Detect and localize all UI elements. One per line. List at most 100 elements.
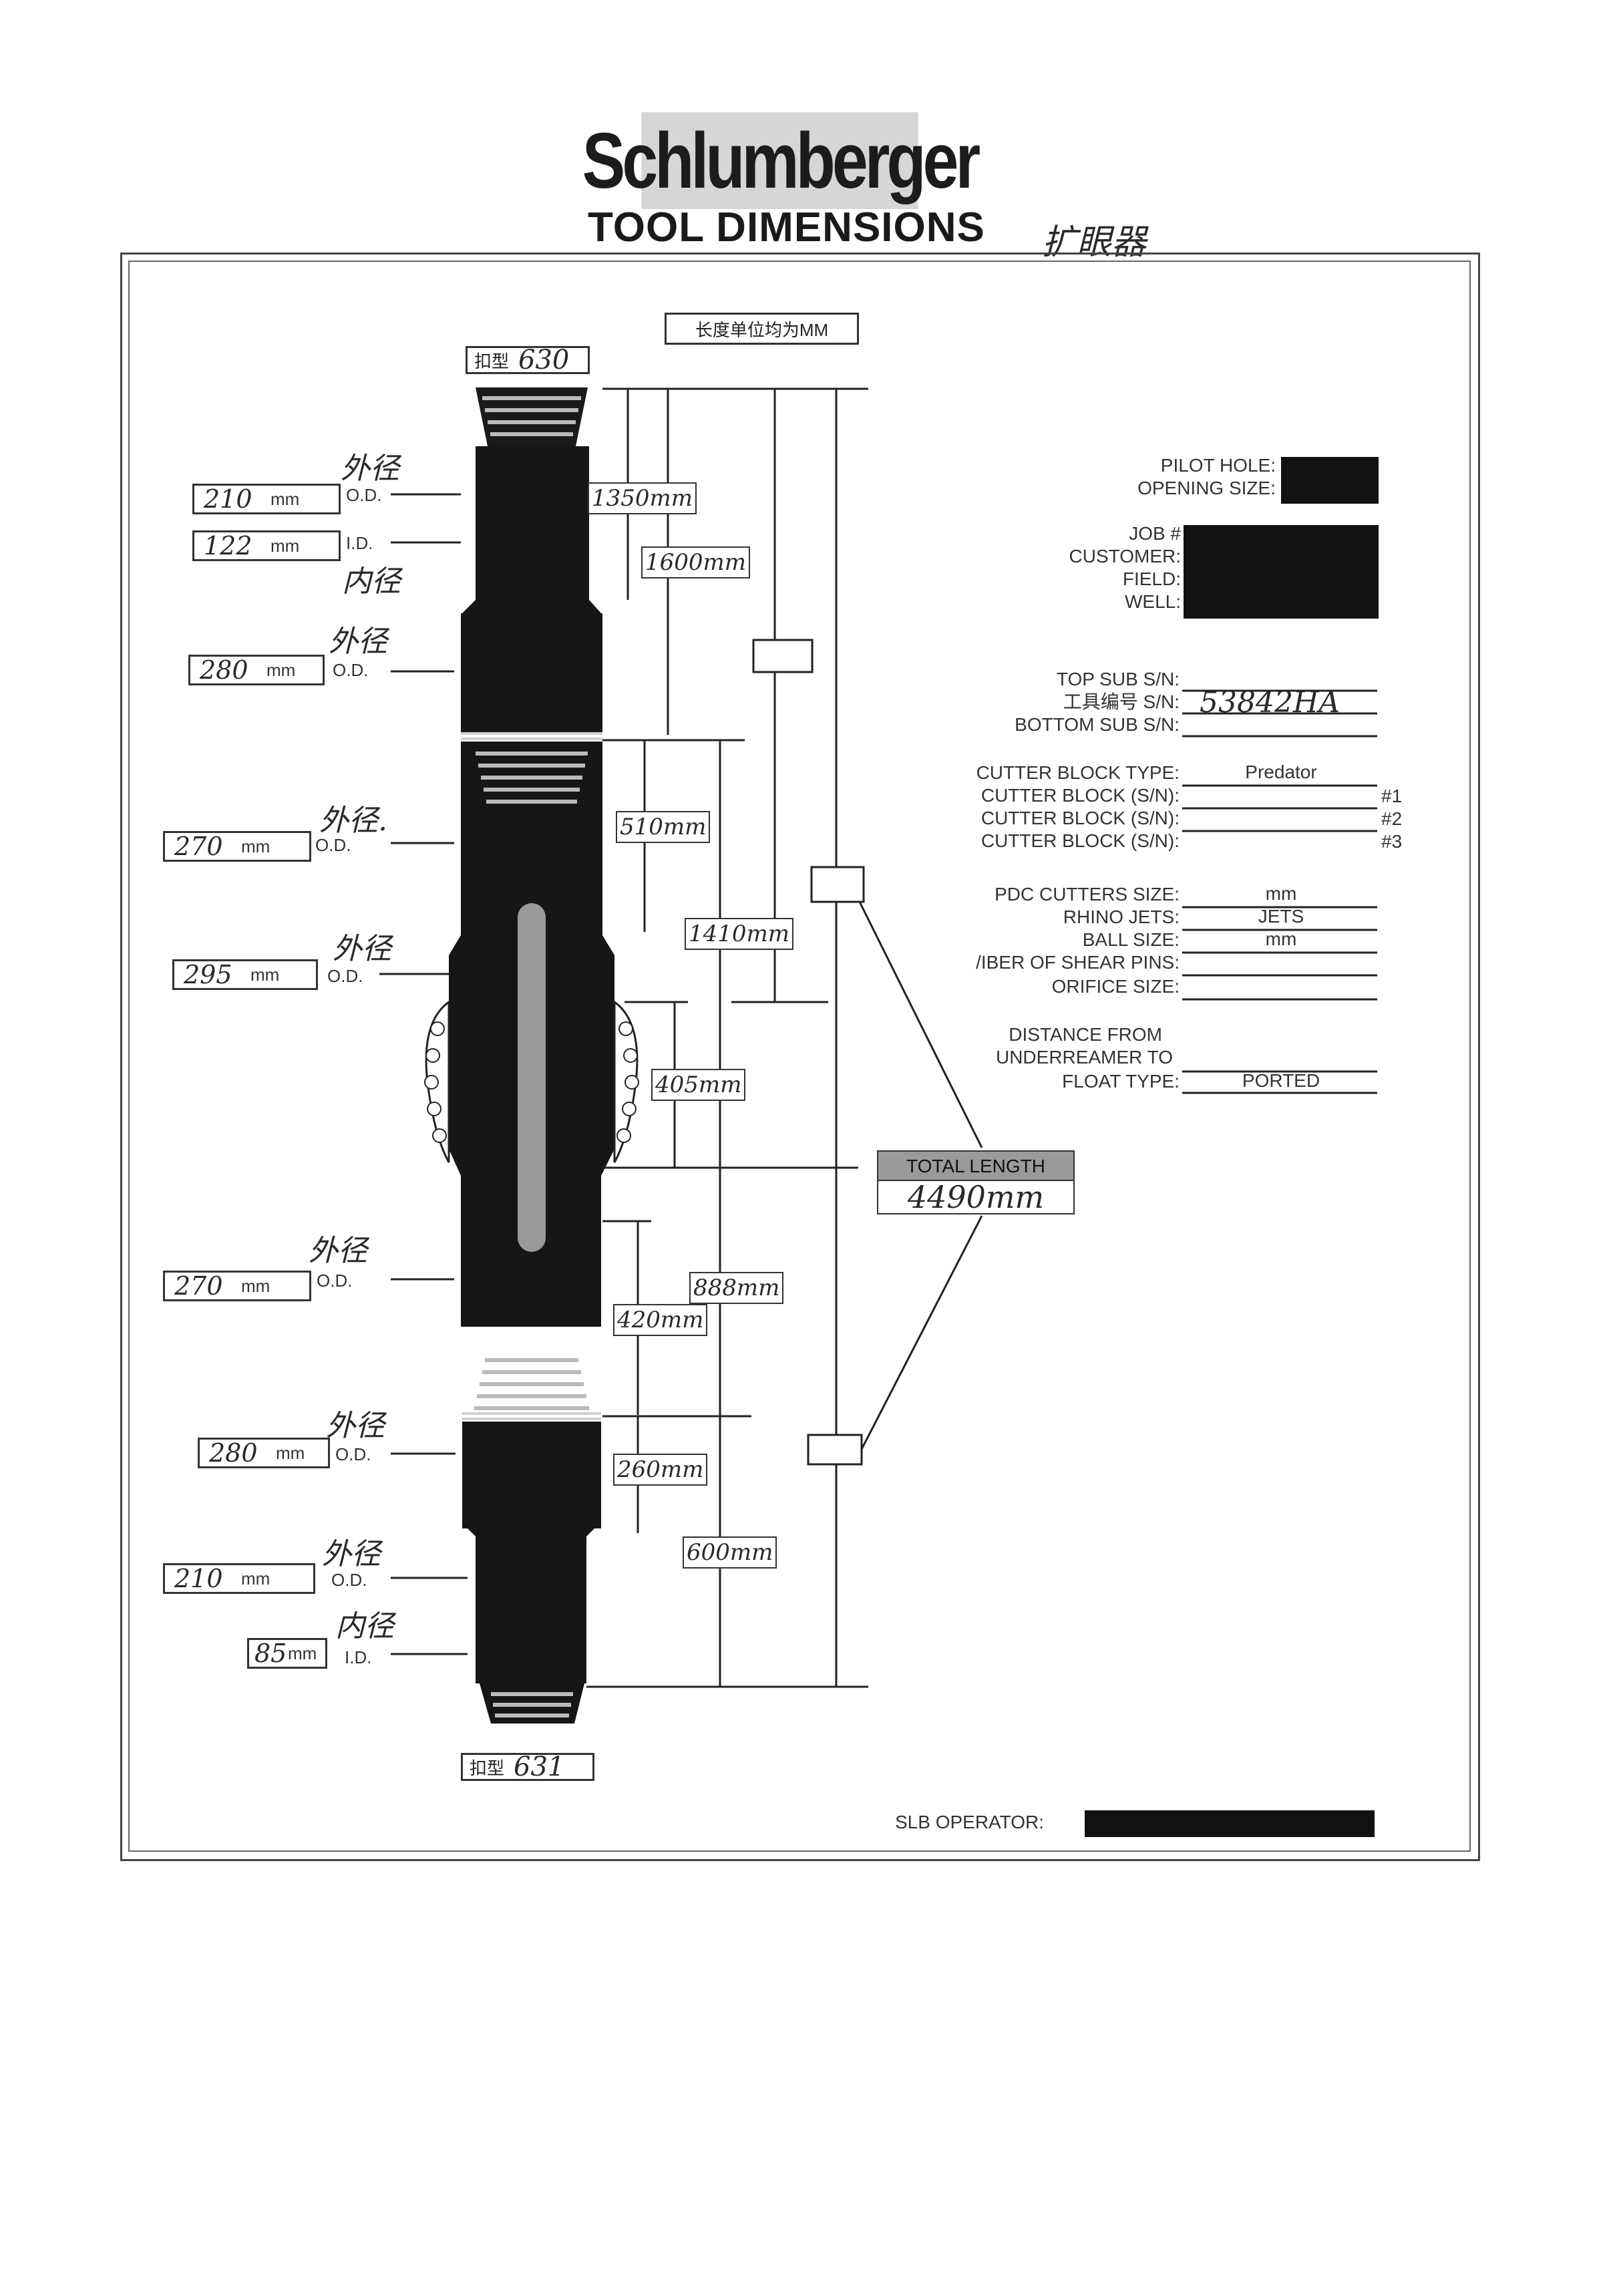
- dim-unit-9: mm: [288, 1643, 317, 1663]
- field-label: FIELD:: [1122, 568, 1181, 589]
- length-label-405: 405mm: [651, 1069, 746, 1101]
- ball-value: mm: [1265, 929, 1297, 949]
- cutter-arms: [424, 1000, 639, 1163]
- cutter-num-1: #1: [1381, 786, 1403, 806]
- dim-label-2: I.D.: [346, 533, 373, 553]
- dim-label-5: O.D.: [327, 966, 363, 986]
- top-thread-value: 630: [518, 345, 570, 375]
- pilot-hole-label: PILOT HOLE:: [1160, 455, 1276, 476]
- dim-note-8: 外径: [322, 1537, 381, 1571]
- dim-box-6: 270 mm: [163, 1271, 311, 1301]
- distance-label-1: DISTANCE FROM: [1009, 1024, 1162, 1045]
- dim-box-3: 280 mm: [188, 655, 325, 685]
- dim-unit-7: mm: [276, 1442, 305, 1463]
- job-label: JOB #: [1129, 523, 1181, 544]
- document-frame-outer: [120, 253, 1480, 1861]
- cutter-type-label: CUTTER BLOCK TYPE:: [976, 762, 1180, 783]
- total-length-value: 4490mm: [877, 1179, 1075, 1215]
- dim-value-9: 85: [254, 1639, 287, 1668]
- cutter-block-3-label: CUTTER BLOCK (S/N):: [980, 830, 1180, 851]
- distance-label-2: UNDERREAMER TO: [995, 1047, 1173, 1068]
- dim-unit-6: mm: [241, 1275, 271, 1296]
- dim-label-3: O.D.: [333, 660, 369, 680]
- pdc-label: PDC CUTTERS SIZE:: [995, 884, 1180, 905]
- well-label: WELL:: [1124, 591, 1181, 612]
- rhino-label: RHINO JETS:: [1063, 907, 1180, 927]
- opening-size-label: OPENING SIZE:: [1137, 478, 1276, 498]
- dim-value-3: 280: [200, 655, 248, 685]
- customer-label: CUSTOMER:: [1069, 546, 1182, 566]
- schlumberger-logo: Schlumberger: [582, 112, 980, 209]
- dim-box-1: 210 mm: [192, 484, 341, 514]
- title-handwritten-note: 扩眼器: [1042, 222, 1147, 263]
- tool-sn-label: 工具编号 S/N:: [1063, 691, 1180, 712]
- dim-box-4: 270 mm: [163, 831, 311, 862]
- length-label-600: 600mm: [683, 1536, 777, 1569]
- cutter-block-2-label: CUTTER BLOCK (S/N):: [980, 808, 1180, 828]
- dim-unit-4: mm: [241, 836, 271, 856]
- operator-label: SLB OPERATOR:: [895, 1812, 1045, 1832]
- redaction-pilot-hole: [1281, 457, 1379, 504]
- reference-boxes: [752, 639, 865, 1466]
- dim-unit-3: mm: [266, 659, 296, 680]
- dim-value-1: 210: [204, 484, 252, 514]
- dim-value-4: 270: [174, 832, 223, 861]
- length-label-420: 420mm: [613, 1304, 708, 1336]
- orifice-label: ORIFICE SIZE:: [1051, 976, 1180, 997]
- dim-note-4: 外径.: [319, 804, 387, 838]
- dim-unit-2: mm: [271, 535, 300, 556]
- cutter-type-value: Predator: [1245, 762, 1317, 782]
- dim-unit-8: mm: [241, 1568, 271, 1589]
- dim-label-1: O.D.: [346, 485, 382, 505]
- dim-box-8: 210 mm: [163, 1563, 315, 1594]
- document-frame-inner: [128, 261, 1471, 1852]
- form-underlines: [1182, 689, 1377, 1094]
- dim-label-7: O.D.: [335, 1444, 371, 1464]
- float-type-label: FLOAT TYPE:: [1062, 1071, 1180, 1092]
- dim-box-2: 122 mm: [192, 530, 341, 561]
- dim-value-6: 270: [174, 1271, 223, 1301]
- ball-label: BALL SIZE:: [1082, 929, 1180, 950]
- top-thread-label: 扣型: [474, 351, 510, 371]
- unit-note-box: 长度单位均为MM: [665, 313, 859, 345]
- length-label-888: 888mm: [689, 1272, 784, 1304]
- length-label-510: 510mm: [616, 811, 711, 843]
- length-label-1410: 1410mm: [685, 918, 794, 950]
- dim-note-9: 内径: [335, 1609, 394, 1643]
- dim-note-1: 外径: [341, 452, 399, 486]
- shear-pins-label: /IBER OF SHEAR PINS:: [976, 952, 1180, 973]
- dim-label-8: O.D.: [331, 1570, 367, 1590]
- bottom-thread-box: 扣型 631: [461, 1752, 594, 1782]
- od-arrows: [379, 493, 468, 1655]
- dim-label-4: O.D.: [315, 835, 351, 855]
- dim-label-6: O.D.: [317, 1271, 353, 1291]
- dim-label-9: I.D.: [345, 1647, 372, 1667]
- cutter-block-1-label: CUTTER BLOCK (S/N):: [980, 785, 1180, 806]
- cutter-num-3: #3: [1381, 831, 1403, 852]
- dim-value-5: 295: [184, 960, 232, 989]
- dim-unit-5: mm: [250, 964, 280, 985]
- dim-note-6: 外径: [309, 1234, 367, 1268]
- dimension-lines: [586, 387, 983, 1688]
- cutter-num-2: #2: [1381, 808, 1403, 829]
- length-label-1600: 1600mm: [641, 546, 751, 579]
- dim-box-9: 85 mm: [247, 1638, 327, 1669]
- dim-box-5: 295 mm: [172, 959, 318, 990]
- pdc-value: mm: [1265, 883, 1297, 904]
- dim-unit-1: mm: [271, 488, 300, 509]
- thread-stripes: [474, 396, 589, 1717]
- dim-box-7: 280 mm: [198, 1438, 330, 1468]
- joint-lines: [461, 732, 602, 1420]
- bottom-thread-label: 扣型: [470, 1758, 505, 1778]
- length-label-260: 260mm: [613, 1454, 708, 1486]
- center-slot: [518, 903, 546, 1252]
- dim-value-2: 122: [204, 531, 252, 560]
- total-length-header: TOTAL LENGTH: [877, 1150, 1075, 1182]
- dim-value-8: 210: [174, 1564, 223, 1593]
- dim-note-7: 外径: [326, 1409, 385, 1443]
- top-thread-box: 扣型 630: [466, 345, 590, 375]
- dim-value-7: 280: [209, 1438, 258, 1468]
- top-sub-label: TOP SUB S/N:: [1056, 669, 1180, 689]
- redaction-job-info: [1184, 525, 1379, 619]
